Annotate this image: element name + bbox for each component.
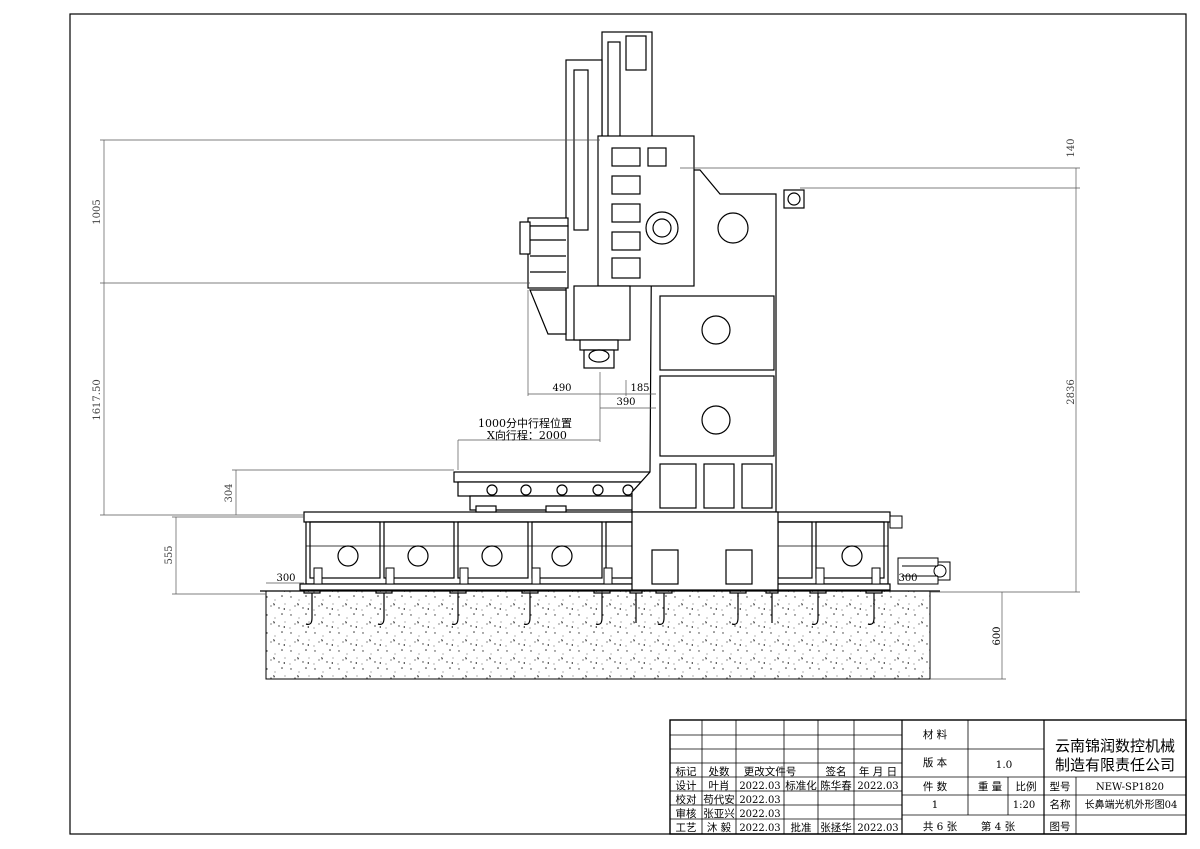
drawing-frame: [69, 13, 1187, 835]
drawing-number-label: 图号: [1050, 821, 1071, 833]
review-name: 张亚兴: [703, 808, 735, 820]
dim-555: 555: [164, 545, 175, 564]
x-travel-note: X向行程：2000: [487, 428, 567, 442]
dimension-lines: [100, 139, 1080, 680]
count-value: 1: [932, 799, 939, 811]
design-date: 2022.03: [739, 781, 780, 792]
dim-300: 300: [276, 573, 295, 584]
machine-bed: [299, 511, 891, 591]
work-table: [453, 471, 651, 513]
dim-140: 140: [1066, 138, 1077, 157]
hdr-count: 处数: [709, 765, 730, 778]
check-date: 2022.03: [739, 795, 780, 806]
travel-position-note: 1000分中行程位置: [478, 416, 572, 430]
approve-label: 批准: [791, 821, 812, 834]
company-name-line-1: 云南锦润数控机械: [1055, 737, 1175, 755]
dim-490: 490: [552, 383, 571, 394]
review-label: 审核: [676, 807, 697, 820]
name-value: 长鼻端光机外形图04: [1085, 798, 1178, 811]
dim-185: 185: [630, 383, 649, 394]
version-label: 版 本: [923, 756, 948, 769]
review-date: 2022.03: [739, 809, 780, 820]
dim-600: 600: [992, 626, 1003, 645]
title-block: [669, 719, 1187, 835]
check-label: 校对: [676, 793, 697, 806]
concrete-foundation: [260, 590, 940, 680]
hdr-mark: 标记: [676, 766, 697, 778]
hdr-date: 年 月 日: [859, 765, 897, 778]
design-label: 设计: [676, 779, 697, 792]
dim-1617-50: 1617.50: [92, 379, 103, 420]
process-date: 2022.03: [739, 823, 780, 834]
company-name-line-2: 制造有限责任公司: [1055, 756, 1175, 774]
hdr-sign: 签名: [826, 765, 847, 778]
dim-390: 390: [616, 397, 635, 408]
dim-300-right: 300: [898, 573, 917, 584]
scale-value: 1:20: [1013, 800, 1035, 811]
dim-304: 304: [224, 483, 235, 502]
standard-date: 2022.03: [857, 781, 898, 792]
dim-2836: 2836: [1066, 379, 1077, 404]
x-axis-drive-motor: [889, 515, 951, 585]
material-label: 材 料: [923, 728, 948, 741]
design-name: 叶肖: [709, 779, 730, 792]
name-label: 名称: [1050, 798, 1072, 811]
process-name: 沐 毅: [707, 821, 732, 834]
process-label: 工艺: [676, 822, 697, 834]
dim-1005: 1005: [92, 199, 103, 224]
model-value: NEW-SP1820: [1096, 782, 1164, 793]
scale-label: 比例: [1016, 780, 1037, 793]
weight-label: 重 量: [978, 780, 1003, 793]
check-name: 苟代安: [703, 793, 735, 806]
approve-date: 2022.03: [857, 823, 898, 834]
hdr-change-doc: 更改文件号: [744, 765, 797, 778]
standard-label: 标准化: [785, 779, 817, 792]
sheet-number: 第 4 张: [981, 820, 1016, 833]
approve-name: 张拯华: [820, 821, 852, 834]
spindle-headstock: [519, 31, 695, 369]
model-label: 型号: [1050, 780, 1071, 793]
version-value: 1.0: [996, 759, 1013, 771]
standard-name: 陈华春: [820, 779, 852, 792]
sheet-total: 共 6 张: [923, 821, 958, 833]
title-block-text: 材 料 版 本 1.0 云南锦润数控机械 制造有限责任公司 件 数 重 量 比例…: [676, 728, 1178, 834]
count-label: 件 数: [923, 780, 948, 793]
